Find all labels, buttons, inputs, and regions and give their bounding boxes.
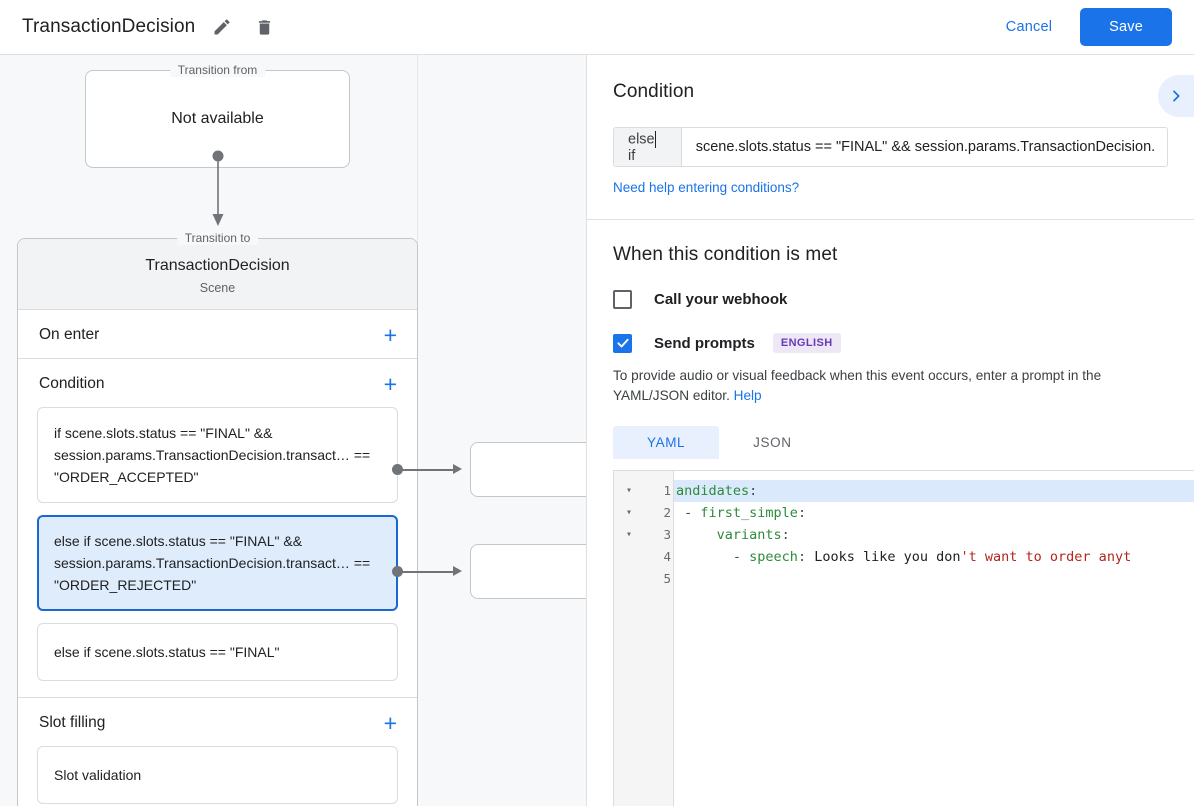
code-token: : [749,483,758,499]
section-slot-filling-title: Slot filling [39,714,106,731]
page-title: TransactionDecision [22,16,196,37]
connector-arrow-1 [453,566,462,576]
when-condition-section: When this condition is met Call your web… [587,220,1194,459]
detail-pane: Condition else if scene.slots.status == … [586,55,1194,806]
tab-yaml[interactable]: YAML [613,426,720,459]
prompts-description: To provide audio or visual feedback when… [613,366,1168,406]
condition-heading: Condition [613,81,695,102]
fold-marker-3[interactable]: ▾ [625,529,633,540]
code-token: : [781,527,790,543]
transition-arrow [206,150,230,228]
transition-from-value: Not available [171,110,264,127]
tab-json[interactable]: JSON [753,435,792,450]
fold-marker-4[interactable] [614,546,644,568]
fold-marker-1[interactable]: ▾ [625,485,633,496]
trash-icon[interactable] [249,12,279,42]
scene-title: TransactionDecision [145,257,290,274]
prompts-description-text: To provide audio or visual feedback when… [613,368,1102,403]
top-bar: TransactionDecision Cancel Save [0,0,1194,55]
graph-pane: Transition from Not available Transition… [0,55,586,806]
code-token: variants [716,527,782,543]
language-badge: ENGLISH [772,333,841,353]
slot-filling-list: Slot validation [18,746,417,806]
line-number: 3 [663,527,671,542]
yaml-editor[interactable]: ▾ ▾ ▾ 1 2 3 4 5 andidates: - first_simpl… [613,470,1194,806]
add-slot-filling-button[interactable]: + [383,710,397,736]
connector-line-1 [397,571,456,573]
send-prompts-label: Send prompts [654,334,755,352]
code-token: : [797,505,807,521]
code-line[interactable]: - first_simple: [674,502,1194,524]
transition-to-legend: Transition to [176,231,259,245]
pencil-icon[interactable] [207,12,237,42]
editor-line-numbers: 1 2 3 4 5 [644,471,674,806]
editor-code-area[interactable]: andidates: - first_simple: variants: - s… [674,471,1194,806]
add-on-enter-button[interactable]: + [383,322,397,348]
text-caret [654,130,656,148]
save-button[interactable]: Save [1080,8,1172,46]
webhook-row[interactable]: Call your webhook [613,290,1168,309]
condition-input-row[interactable]: else if scene.slots.status == "FINAL" &&… [613,127,1168,167]
code-token: - [676,549,750,565]
connector-arrow-0 [453,464,462,474]
condition-list: if scene.slots.status == "FINAL" && sess… [18,407,417,697]
add-condition-button[interactable]: + [383,371,397,397]
section-slot-filling: Slot filling + Slot validation [18,698,417,806]
section-on-enter-title: On enter [39,326,100,343]
section-condition-title: Condition [39,375,105,392]
condition-prefix-label: else if [614,128,682,166]
code-line[interactable] [674,568,1194,590]
code-token [676,527,717,543]
code-token: : [797,549,815,565]
line-number: 2 [663,505,671,520]
section-condition-head: Condition + [18,359,417,407]
target-stub-1[interactable] [470,544,586,599]
condition-input[interactable]: scene.slots.status == "FINAL" && session… [695,139,1156,155]
section-condition: Condition + if scene.slots.status == "FI… [18,359,417,698]
code-line[interactable]: - speech: Looks like you don't want to o… [674,546,1194,568]
code-token: first_simple [700,505,798,521]
line-number: 4 [663,549,671,564]
when-condition-heading: When this condition is met [613,244,838,265]
condition-card-1[interactable]: else if scene.slots.status == "FINAL" &&… [37,515,398,611]
code-line[interactable]: andidates: [674,480,1194,502]
scene-subtitle: Scene [199,281,236,295]
code-token: Looks like you don [814,549,961,565]
send-prompts-checkbox[interactable] [613,333,632,353]
fold-marker-2[interactable]: ▾ [625,507,633,518]
target-stub-0[interactable] [470,442,586,497]
editor-fold-column[interactable]: ▾ ▾ ▾ [614,471,644,806]
code-token: - [676,505,701,521]
line-number: 1 [663,483,671,498]
code-token: 't want to order anyt [960,549,1132,565]
transition-from-legend: Transition from [169,63,266,77]
condition-help-link[interactable]: Need help entering conditions? [613,180,800,195]
prompts-row[interactable]: Send prompts ENGLISH [613,333,1168,353]
connector-line-0 [397,469,456,471]
section-on-enter-head: On enter + [18,310,417,358]
code-token: andidates [676,483,750,499]
section-on-enter: On enter + [18,310,417,359]
condition-section: Condition else if scene.slots.status == … [587,55,1194,220]
code-token: speech [749,549,798,565]
code-line[interactable]: variants: [674,524,1194,546]
condition-card-0[interactable]: if scene.slots.status == "FINAL" && sess… [37,407,398,503]
condition-prefix-text: else if [628,130,656,164]
webhook-label: Call your webhook [654,291,788,308]
line-number: 5 [663,571,671,586]
chevron-right-icon[interactable] [1158,75,1194,117]
slot-validation-card[interactable]: Slot validation [37,746,398,804]
cancel-button[interactable]: Cancel [992,10,1066,44]
scene-card: Transition to TransactionDecision Scene … [17,231,418,806]
condition-card-2[interactable]: else if scene.slots.status == "FINAL" [37,623,398,681]
scene-header[interactable]: TransactionDecision Scene [18,239,417,310]
prompts-help-link[interactable]: Help [733,388,762,403]
section-slot-filling-head: Slot filling + [18,698,417,746]
fold-marker-5[interactable] [614,568,644,590]
editor-format-tabs: YAML JSON [613,426,1168,459]
webhook-checkbox[interactable] [613,290,632,309]
